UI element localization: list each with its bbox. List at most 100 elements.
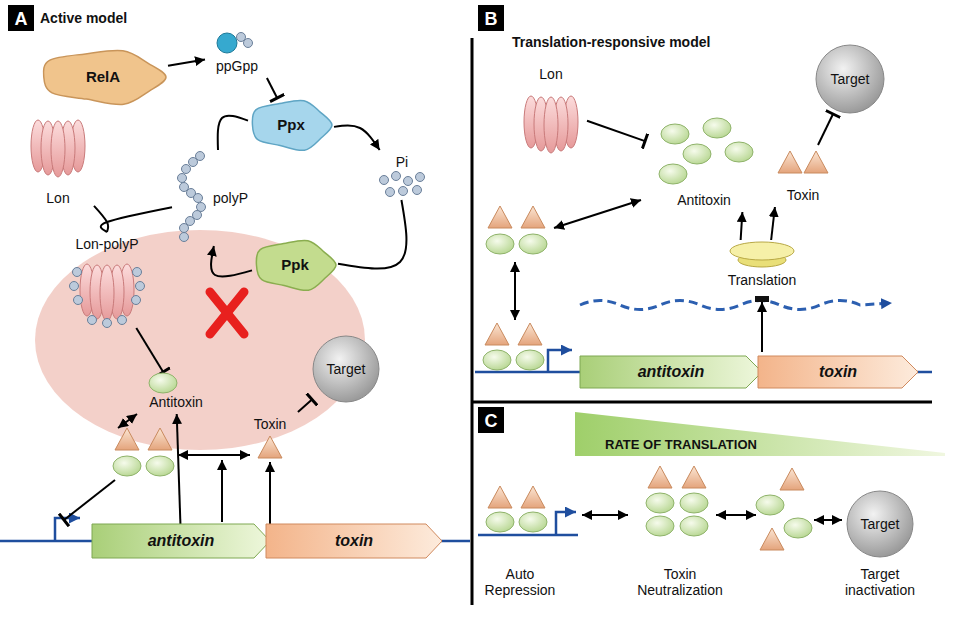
node-outline xyxy=(256,240,336,290)
node-ball1: Antitoxin xyxy=(140,372,212,414)
node-hex: Lon xyxy=(515,62,587,154)
node-outline xyxy=(8,5,34,31)
node-pi: Pi xyxy=(372,150,432,200)
ta-complex xyxy=(760,528,784,550)
node-circle: Target xyxy=(312,335,380,403)
ta-complex xyxy=(521,486,545,508)
node-label: C xyxy=(485,411,498,432)
node-label: polyP xyxy=(213,190,248,206)
ta-complex xyxy=(518,323,542,345)
node-outline xyxy=(758,356,918,388)
node-sq: B xyxy=(478,5,504,34)
node-outline xyxy=(132,296,141,305)
promoter-arrow xyxy=(55,518,80,541)
node-outline xyxy=(816,45,884,113)
translation-arrow xyxy=(761,302,763,352)
node-outline xyxy=(386,188,395,197)
panel-divider xyxy=(472,401,932,404)
node-gene: toxin xyxy=(758,356,918,388)
stage-label: Auto Repression xyxy=(478,566,562,598)
node-outline xyxy=(92,524,270,558)
node-outline xyxy=(778,151,802,173)
arrow-connector xyxy=(741,212,743,240)
node-outline xyxy=(258,436,282,458)
ta-complex xyxy=(113,206,812,550)
node-outline xyxy=(725,142,753,162)
node-outline xyxy=(703,118,731,138)
node-outline xyxy=(178,174,187,183)
inhibition-connector xyxy=(136,328,163,372)
equilibrium-arrow xyxy=(221,460,223,522)
node-blob: RelA xyxy=(38,48,168,106)
ta-complex xyxy=(519,234,547,254)
panel-title: Translation-responsive model xyxy=(512,34,812,50)
blocked-cross xyxy=(210,292,244,334)
node-hex: Lon xyxy=(22,112,94,210)
node-outline xyxy=(683,144,711,164)
mrna-strand xyxy=(580,301,892,310)
node-tri2: Toxin xyxy=(772,145,834,207)
inhibition-connector xyxy=(818,114,833,145)
node-outline xyxy=(730,242,794,260)
ta-complex xyxy=(485,323,509,345)
node-outline xyxy=(778,151,828,173)
node-label: A xyxy=(15,9,28,30)
node-chain: polyP xyxy=(172,150,252,246)
node-outline xyxy=(256,240,336,290)
node-label: Ppk xyxy=(281,256,309,273)
equilibrium-arrow xyxy=(118,414,137,428)
equilibrium-arrow xyxy=(514,262,516,320)
ta-complex xyxy=(648,466,672,488)
node-label: Translation xyxy=(728,272,797,288)
node-outline xyxy=(44,50,166,104)
node-gene: toxin xyxy=(266,524,442,558)
ta-complex xyxy=(113,456,141,476)
ta-complex xyxy=(486,512,514,532)
dna-strand xyxy=(0,372,932,541)
node-outline xyxy=(399,187,408,196)
node-outline xyxy=(730,242,794,267)
arrow-connector xyxy=(334,125,380,150)
node-outline xyxy=(404,177,413,186)
node-label: B xyxy=(485,9,498,30)
node-label: Toxin xyxy=(254,416,287,432)
ta-complex xyxy=(483,350,511,370)
node-outline xyxy=(575,412,945,456)
node-tri1: Toxin xyxy=(242,412,298,462)
node-outline xyxy=(180,224,189,233)
node-outline xyxy=(659,164,687,184)
node-outline xyxy=(88,316,97,325)
ta-complex xyxy=(519,512,547,532)
node-outline xyxy=(80,264,134,321)
node-outline xyxy=(524,96,578,153)
node-label: antitoxin xyxy=(148,532,215,550)
arrow-connector xyxy=(338,200,406,269)
node-outline xyxy=(136,282,145,291)
stage-label: Toxin Neutralization xyxy=(628,566,732,598)
node-outline xyxy=(758,356,918,388)
node-outline xyxy=(478,407,504,433)
node-label: Antitoxin xyxy=(149,394,203,410)
inhibition-connector xyxy=(298,399,312,412)
node-outline xyxy=(478,407,504,433)
ta-complex xyxy=(115,428,139,450)
panel-title: Active model xyxy=(40,10,260,26)
node-wedge: RATE OF TRANSLATION xyxy=(575,412,945,456)
node-balls5: Antitoxin xyxy=(645,112,763,212)
node-label: Target xyxy=(861,516,900,532)
node-outline xyxy=(661,124,689,144)
dna-strand xyxy=(478,534,578,537)
node-outline xyxy=(659,118,753,184)
ta-complex xyxy=(146,456,174,476)
node-outline xyxy=(8,5,34,31)
node-gene: antitoxin xyxy=(580,356,762,388)
node-outline xyxy=(133,268,142,277)
node-outline xyxy=(524,96,578,153)
ta-complex xyxy=(521,206,545,228)
node-label: antitoxin xyxy=(638,363,705,381)
node-outline xyxy=(580,356,762,388)
node-outline xyxy=(189,158,198,167)
blocked-cross xyxy=(210,292,244,334)
ta-complex xyxy=(784,518,812,538)
